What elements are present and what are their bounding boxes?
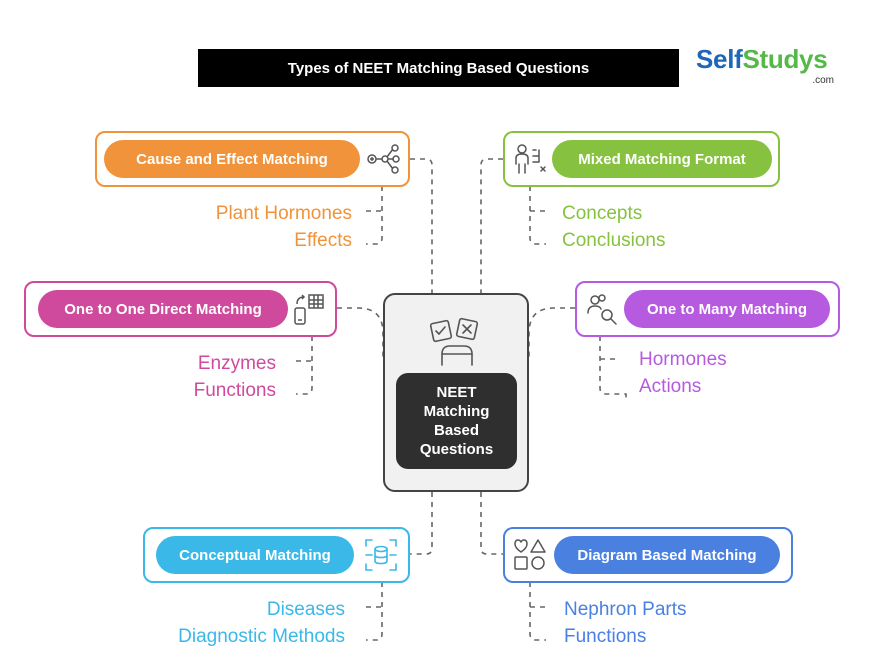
phone-table-icon — [294, 294, 324, 325]
center-label: NEET Matching Based Questions — [396, 373, 517, 469]
cause-effect-items: Plant Hormones Effects — [150, 200, 352, 254]
branch-one-to-many-label: One to Many Matching — [624, 290, 830, 328]
matching-cards-icon — [429, 317, 479, 366]
database-scan-icon — [365, 539, 397, 571]
center-line-4: Questions — [419, 441, 494, 458]
page-title-text: Types of NEET Matching Based Questions — [287, 59, 590, 77]
mixed-item-2: Conclusions — [562, 230, 666, 251]
one-to-many-item-2: Actions — [639, 376, 702, 397]
one-to-one-item-2: Functions — [193, 380, 276, 401]
center-line-1: NEET — [436, 384, 477, 401]
mixed-item-1: Concepts — [562, 203, 643, 224]
cause-effect-item-2: Effects — [294, 230, 352, 251]
one-to-many-items: Hormones Actions — [639, 346, 727, 400]
selfstudys-logo: SelfStudys .com — [696, 44, 846, 94]
branch-conceptual-label: Conceptual Matching — [156, 536, 354, 574]
conceptual-item-2: Diagnostic Methods — [178, 626, 345, 647]
center-line-2: Matching — [423, 403, 490, 420]
branch-mixed-label: Mixed Matching Format — [552, 140, 772, 178]
logo-part2: Studys — [742, 44, 828, 74]
person-matching-icon — [515, 144, 546, 174]
users-search-icon — [587, 294, 617, 325]
conceptual-item-1: Diseases — [266, 599, 345, 620]
diagram-item-2: Functions — [564, 626, 647, 647]
page-title: Types of NEET Matching Based Questions — [198, 49, 679, 87]
shapes-icon — [514, 539, 546, 570]
diagram-items: Nephron Parts Functions — [564, 596, 687, 650]
cause-effect-item-1: Plant Hormones — [215, 203, 352, 224]
branch-cause-effect-label: Cause and Effect Matching — [104, 140, 360, 178]
one-to-one-items: Enzymes Functions — [100, 350, 276, 404]
logo-suffix: .com — [812, 75, 834, 86]
one-to-many-item-1: Hormones — [639, 349, 727, 370]
network-flow-icon — [367, 144, 400, 174]
conceptual-items: Diseases Diagnostic Methods — [120, 596, 345, 650]
logo-part1: Self — [696, 44, 743, 74]
mixed-items: Concepts Conclusions — [562, 200, 666, 254]
branch-diagram-label: Diagram Based Matching — [554, 536, 780, 574]
one-to-one-item-1: Enzymes — [197, 353, 276, 374]
diagram-item-1: Nephron Parts — [564, 599, 687, 620]
center-line-3: Based — [433, 422, 480, 439]
branch-one-to-one-label: One to One Direct Matching — [38, 290, 288, 328]
